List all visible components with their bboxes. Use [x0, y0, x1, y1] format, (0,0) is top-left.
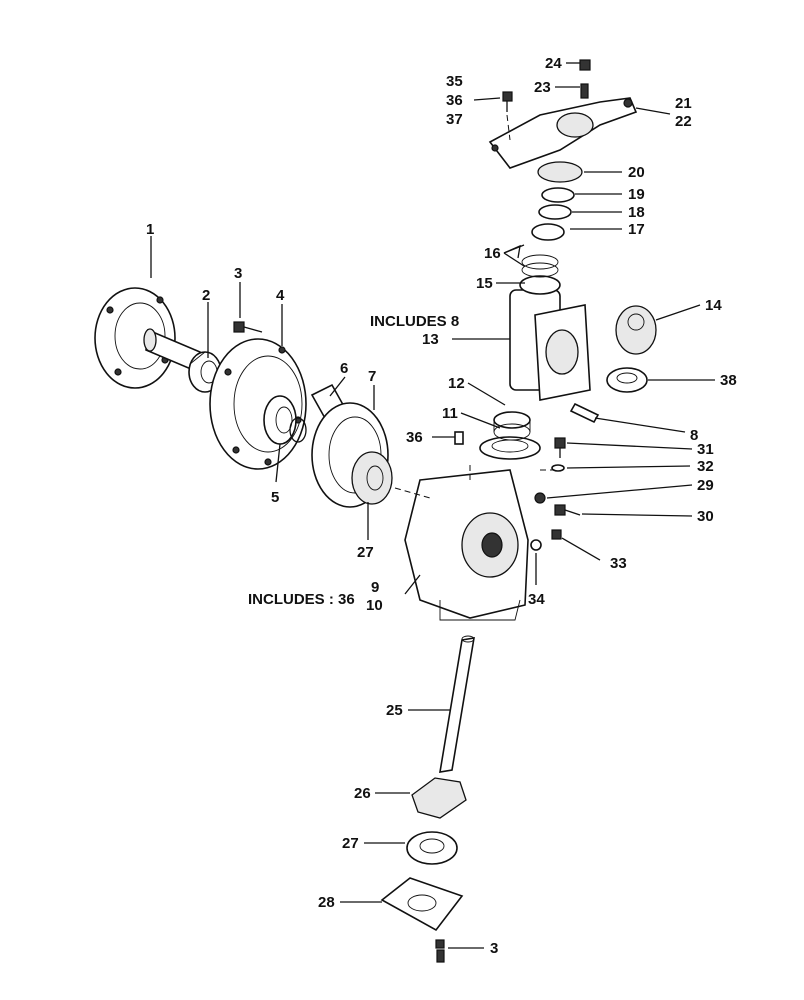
callout-14: 14: [705, 297, 722, 314]
stud-nut: [579, 59, 591, 99]
callout-27-lower: 27: [342, 835, 359, 852]
callout-4: 4: [276, 287, 285, 304]
pin-36: [454, 431, 464, 445]
bolt-lower: [435, 939, 445, 963]
callout-13: 13: [422, 331, 439, 348]
callout-7: 7: [368, 368, 376, 385]
callout-28: 28: [318, 894, 335, 911]
callout-22: 22: [675, 113, 692, 130]
callout-23: 23: [534, 79, 551, 96]
callout-18: 18: [628, 204, 645, 221]
callout-1: 1: [146, 221, 154, 238]
callout-37: 37: [446, 111, 463, 128]
callout-25: 25: [386, 702, 403, 719]
callout-8: 8: [690, 427, 698, 444]
pinion-gear: [615, 305, 657, 355]
callout-3-lower: 3: [490, 940, 498, 957]
callout-38: 38: [720, 372, 737, 389]
fasteners: [530, 437, 581, 551]
callout-24: 24: [545, 55, 562, 72]
bolt-upper: [233, 321, 263, 333]
pin-8: [569, 402, 600, 424]
callout-3-upper: 3: [234, 265, 242, 282]
bearing-stack: [519, 161, 583, 295]
callout-33: 33: [610, 555, 627, 572]
callout-16: 16: [484, 245, 501, 262]
callout-9: 9: [371, 579, 379, 596]
callout-6: 6: [340, 360, 348, 377]
callout-17: 17: [628, 221, 645, 238]
callout-2: 2: [202, 287, 210, 304]
ring-gear: [311, 402, 393, 508]
callout-19: 19: [628, 186, 645, 203]
callout-5: 5: [271, 489, 279, 506]
bevel-gear: [411, 777, 467, 819]
bolt-35: [502, 91, 513, 141]
plate-28: [380, 877, 464, 932]
callout-10: 10: [366, 597, 383, 614]
callout-32: 32: [697, 458, 714, 475]
callout-36-upper: 36: [446, 92, 463, 109]
callout-11: 11: [442, 405, 458, 422]
callout-31: 31: [697, 441, 714, 458]
callout-30: 30: [697, 508, 714, 525]
bearing-12: [493, 411, 531, 441]
callout-36-middle: 36: [406, 429, 423, 446]
gear-housing: [404, 469, 529, 621]
bearing-27-lower: [406, 831, 458, 865]
callout-26: 26: [354, 785, 371, 802]
callout-27-upper: 27: [357, 544, 374, 561]
bearing-38: [606, 367, 648, 393]
callout-12: 12: [448, 375, 465, 392]
steering-arm: [488, 97, 638, 169]
callout-34: 34: [528, 591, 545, 608]
axle-shaft: [439, 635, 475, 773]
axle-flange: [94, 287, 201, 389]
callout-20: 20: [628, 164, 645, 181]
note-includes-36: INCLUDES : 36: [248, 591, 355, 608]
assembly-centerline-1: [394, 487, 431, 499]
leader-lines: [150, 62, 715, 949]
swivel-housing: [509, 289, 591, 401]
callout-29: 29: [697, 477, 714, 494]
callout-35: 35: [446, 73, 463, 90]
callout-21: 21: [675, 95, 692, 112]
callout-15: 15: [476, 275, 493, 292]
note-includes-8: INCLUDES 8: [370, 313, 459, 330]
